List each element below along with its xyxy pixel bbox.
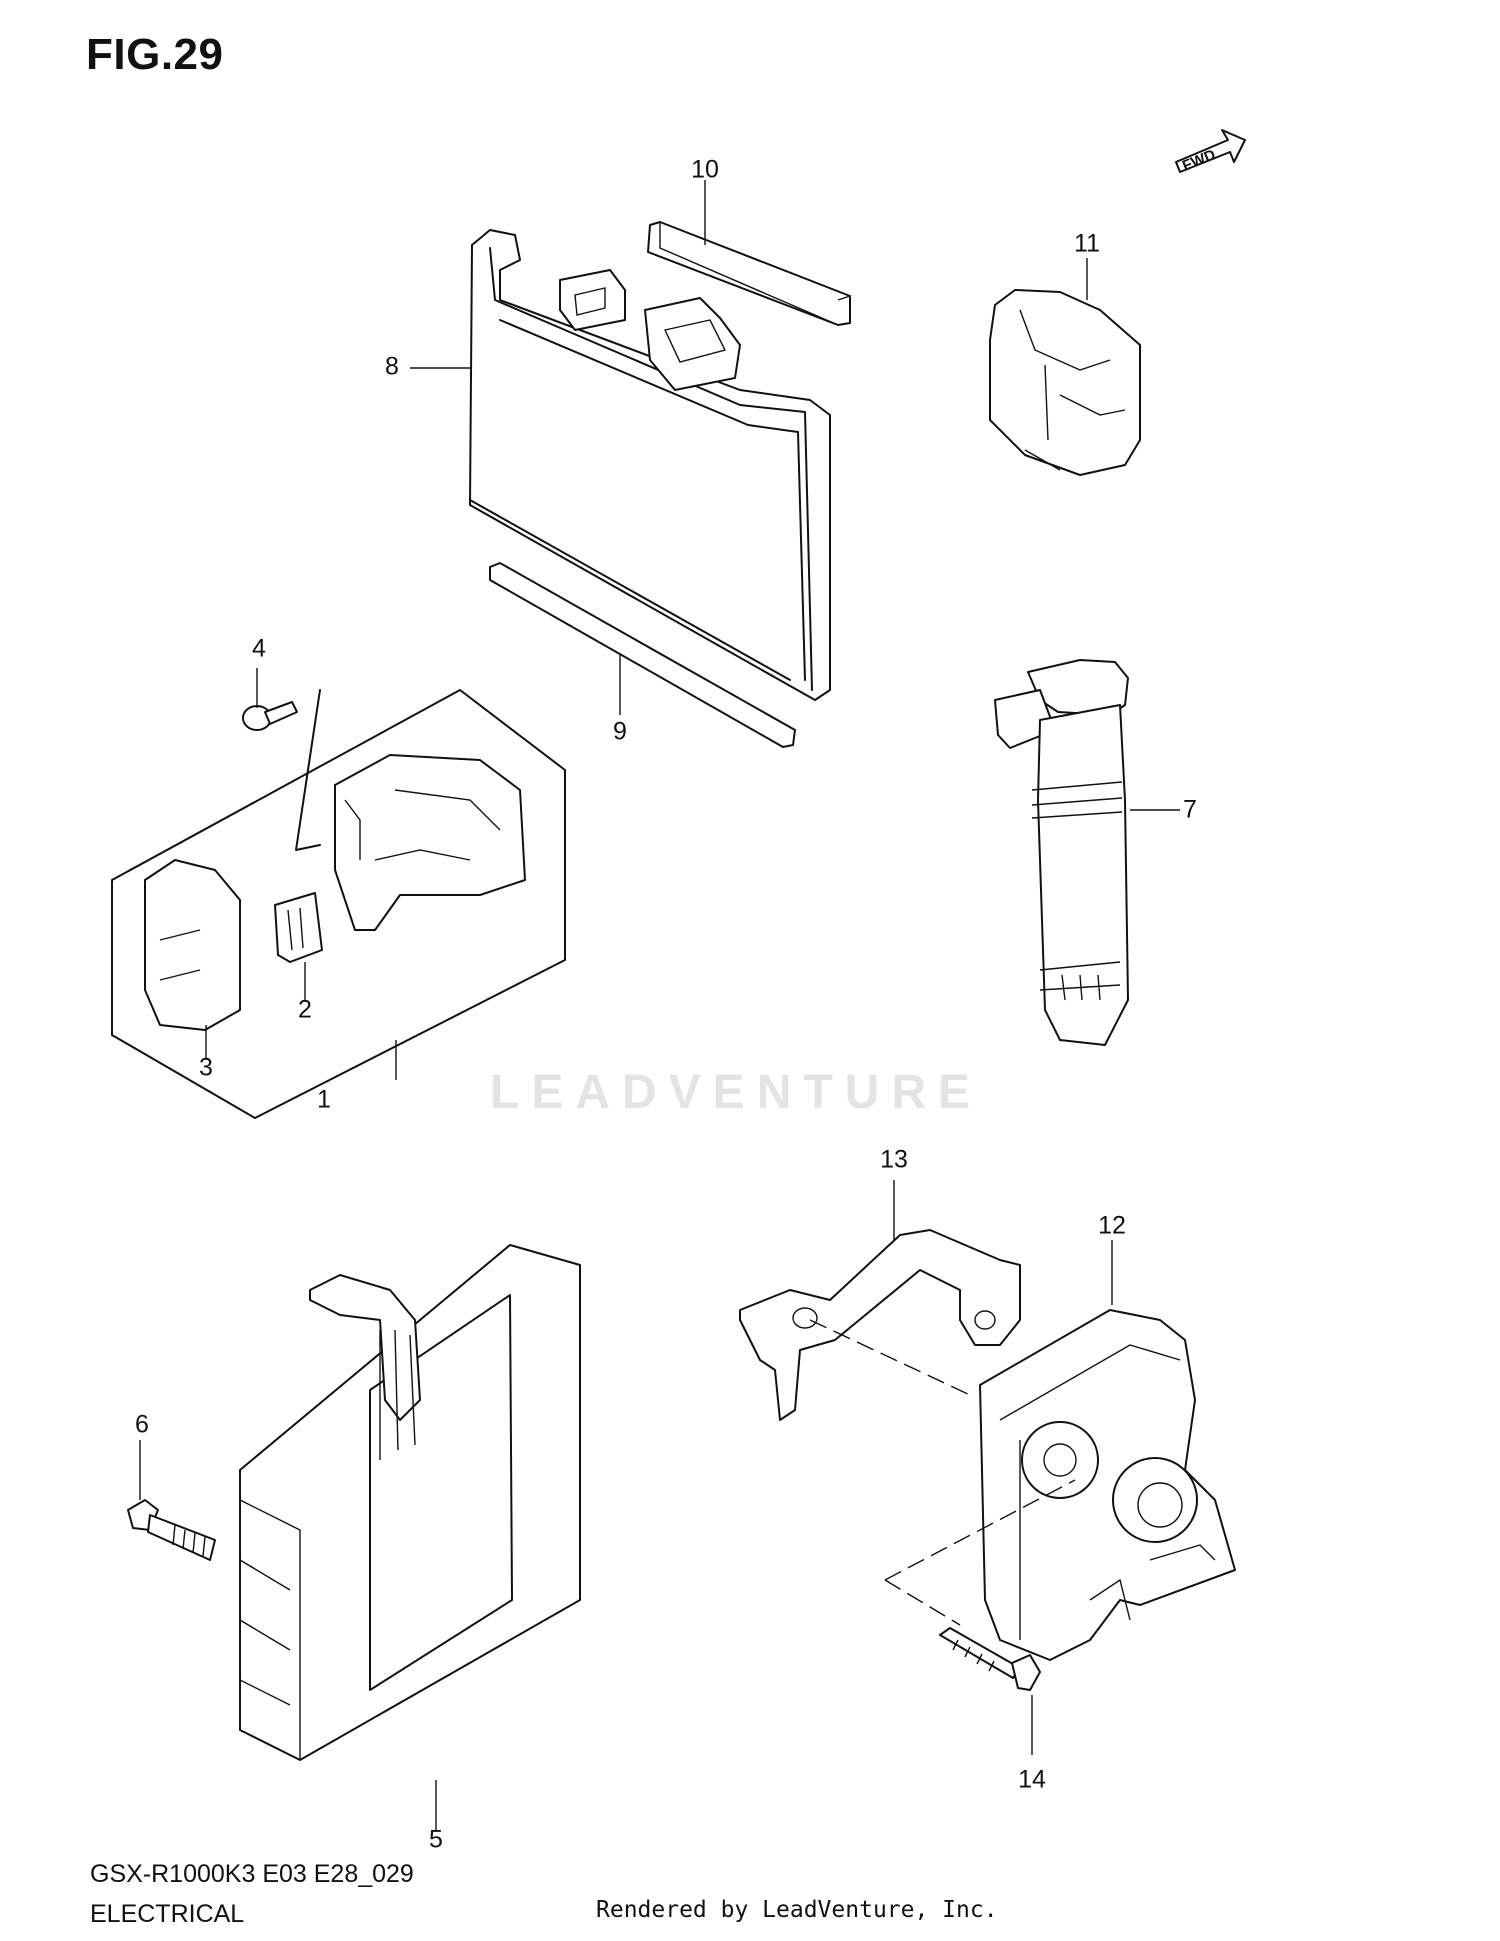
- part-4-screw: [242, 701, 298, 731]
- callout-12: 12: [1098, 1211, 1126, 1240]
- part-11-connector: [989, 289, 1141, 476]
- callout-14: 14: [1018, 1765, 1046, 1794]
- footer-section-title: ELECTRICAL: [90, 1900, 245, 1928]
- callout-4: 4: [252, 634, 266, 663]
- callout-8: 8: [385, 352, 399, 381]
- part-8-ecm: [469, 229, 831, 701]
- part-7-ignition-coil: [994, 659, 1129, 1046]
- callout-1: 1: [317, 1085, 331, 1114]
- leader-lines: [139, 180, 1180, 1830]
- fwd-arrow-icon: [1175, 129, 1246, 173]
- callout-5: 5: [429, 1825, 443, 1854]
- part-9-strip: [489, 562, 796, 748]
- callout-10: 10: [691, 155, 719, 184]
- part-14-screw: [939, 1627, 1041, 1691]
- callout-11: 11: [1074, 229, 1100, 258]
- callout-3: 3: [199, 1053, 213, 1082]
- callout-7: 7: [1183, 795, 1197, 824]
- callout-6: 6: [135, 1410, 149, 1439]
- part-12-actuator: [979, 1309, 1236, 1661]
- footer-model-code: GSX-R1000K3 E03 E28_029: [90, 1860, 414, 1888]
- callout-9: 9: [613, 717, 627, 746]
- footer-rendered-by: Rendered by LeadVenture, Inc.: [596, 1897, 998, 1923]
- callout-2: 2: [298, 995, 312, 1024]
- watermark-text: LEADVENTURE: [490, 1066, 983, 1119]
- part-1-fuse-box-group: [111, 689, 566, 1119]
- part-10-pad: [647, 221, 851, 326]
- figure-title: FIG.29: [86, 30, 224, 79]
- part-6-bolt: [127, 1499, 216, 1561]
- part-5-module: [239, 1244, 581, 1761]
- callout-13: 13: [880, 1145, 908, 1174]
- part-13-bracket: [739, 1229, 1021, 1421]
